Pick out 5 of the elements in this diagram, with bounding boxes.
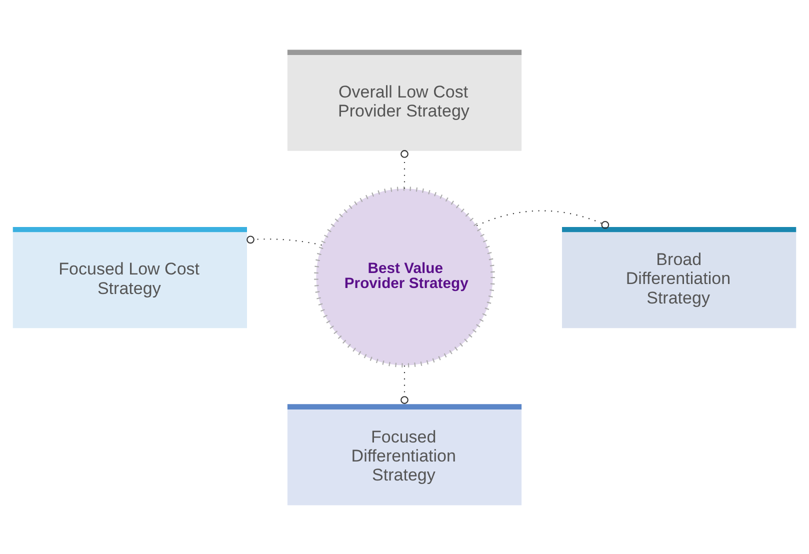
connector — [400, 366, 408, 404]
node-circle: Best Value Provider Strategy — [314, 186, 495, 368]
connector — [400, 150, 408, 189]
connector — [476, 210, 610, 229]
connector — [246, 236, 322, 246]
